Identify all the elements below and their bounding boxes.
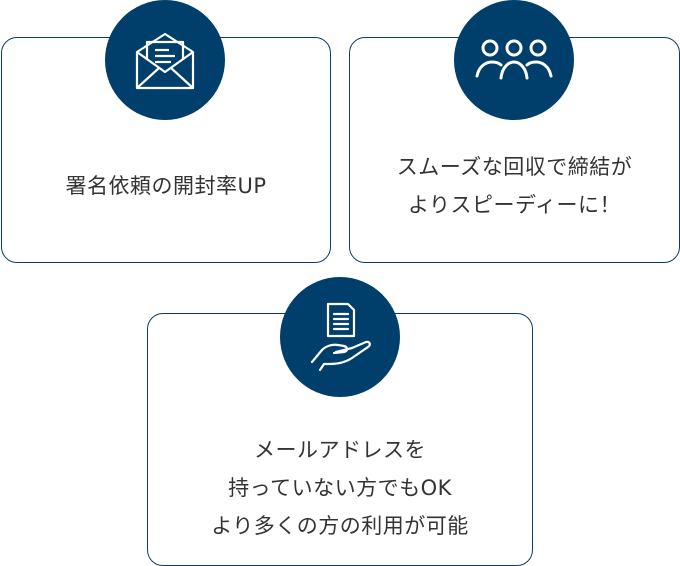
feature-text-line: 署名依頼の開封率UP [65,174,267,198]
feature-text-line: メールアドレスを [254,437,426,462]
feature-text-line: よりスピーディーに！ [407,193,622,217]
icon-badge [454,0,574,120]
icon-badge [280,277,400,397]
open-envelope-icon [135,32,195,90]
feature-text-line: より多くの方の利用が可能 [211,513,469,538]
feature-text-line: スムーズな回収で締結が [396,155,633,179]
feature-text: 署名依頼の開封率UP [65,167,266,205]
icon-badge [105,0,225,120]
people-group-icon [475,39,553,80]
document-in-hand-icon [310,302,371,372]
feature-text-line: 持っていない方でもOK [228,475,452,500]
feature-text: スムーズな回収で締結が よりスピーディーに！ [397,148,632,224]
feature-text: メールアドレスを 持っていない方でもOK より多くの方の利用が可能 [211,431,469,545]
